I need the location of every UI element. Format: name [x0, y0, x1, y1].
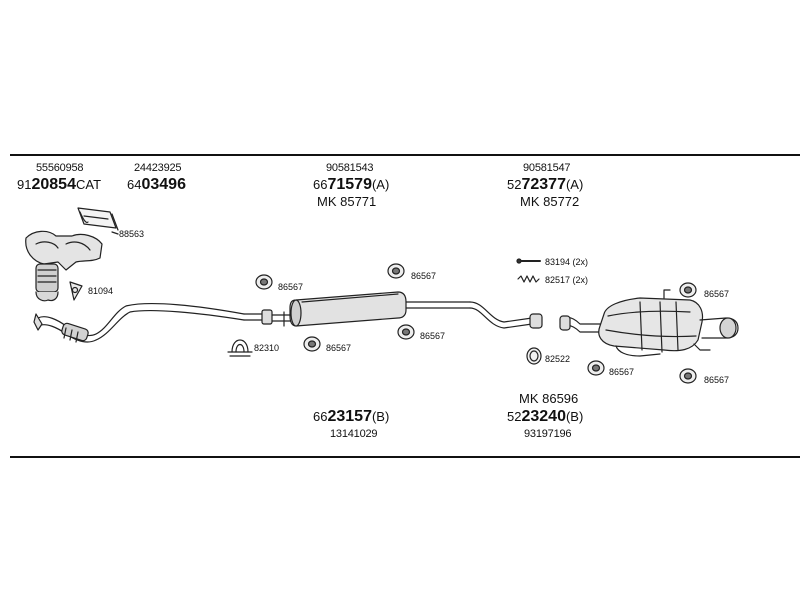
front-pipe: [33, 302, 245, 343]
rear-pipe-mk: MK 85772: [520, 194, 580, 209]
hanger-c-label: 86567: [411, 271, 437, 281]
hanger-a: [255, 274, 273, 290]
bolt-icon: [516, 258, 541, 264]
middle-silencer: [243, 291, 543, 329]
gasket-manifold-label: 88563: [119, 229, 145, 239]
clamp-label: 82310: [254, 343, 280, 353]
manifold-code-top: 55560958: [36, 162, 84, 174]
center-bottom-part-number: 6623157(B): [313, 408, 390, 425]
hanger-d-label: 86567: [420, 331, 446, 341]
manifold-part-number: 9120854CAT: [17, 176, 102, 193]
middle-silencer-code-top: 90581543: [326, 162, 374, 174]
spring-label: 82517 (2x): [545, 275, 589, 285]
rear-silencer: [559, 289, 739, 357]
clamp: [227, 339, 253, 357]
manifold-gasket: [77, 207, 119, 235]
front-pipe-code-top: 24423925: [134, 162, 182, 174]
hanger-b-label: 86567: [326, 343, 352, 353]
hanger-g-label: 86567: [704, 375, 730, 385]
middle-silencer-part-number: 6671579(A): [313, 176, 390, 193]
hanger-g: [679, 368, 697, 384]
hanger-e: [679, 282, 697, 298]
exhaust-manifold: [25, 230, 103, 302]
triangle-gasket: [69, 281, 83, 301]
bottom-rule: [10, 456, 800, 458]
bolt-label: 83194 (2x): [545, 257, 589, 267]
top-rule: [10, 154, 800, 156]
hanger-f: [587, 360, 605, 376]
hanger-e-label: 86567: [704, 289, 730, 299]
rear-bottom-code: 93197196: [524, 428, 572, 440]
hanger-f-label: 86567: [609, 367, 635, 377]
hanger-c: [387, 263, 405, 279]
center-bottom-code: 13141029: [330, 428, 378, 440]
spring-icon: [517, 275, 540, 283]
hanger-a-label: 86567: [278, 282, 304, 292]
middle-silencer-mk: MK 85771: [317, 194, 377, 209]
rear-pipe-code-top: 90581547: [523, 162, 571, 174]
rear-bottom-part-number: 5223240(B): [507, 408, 584, 425]
rear-bottom-mk: MK 86596: [519, 391, 579, 406]
hanger-b: [303, 336, 321, 352]
ring-gasket: [526, 347, 542, 365]
hanger-d: [397, 324, 415, 340]
ring-label: 82522: [545, 354, 571, 364]
gasket-triangle-label: 81094: [88, 286, 114, 296]
front-pipe-part-number: 6403496: [127, 176, 186, 193]
rear-pipe-part-number: 5272377(A): [507, 176, 584, 193]
